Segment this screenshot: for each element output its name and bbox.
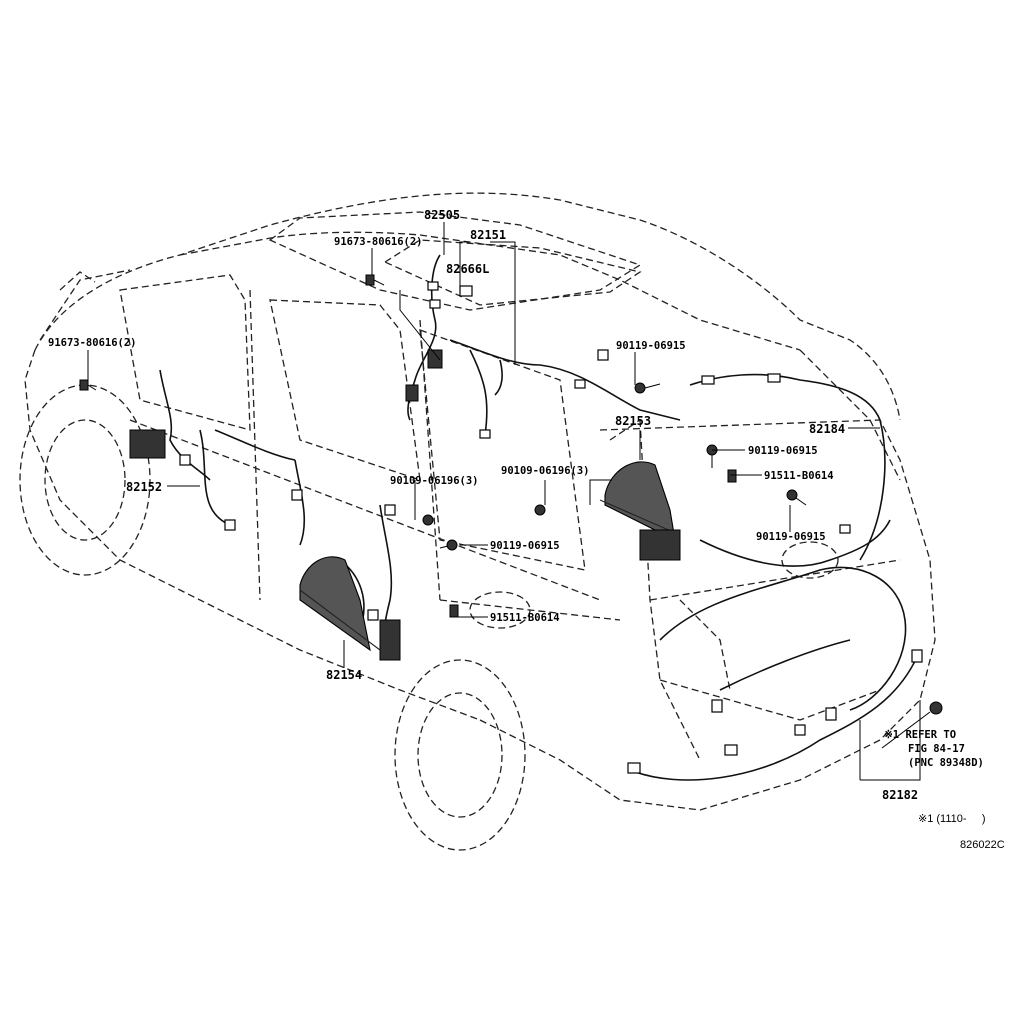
harness-82505 — [405, 254, 443, 421]
harness-82152 — [129, 369, 296, 531]
fastener-label-91511-a: 91511-B0614 — [764, 470, 834, 482]
fastener-label-90119-c: 90119-06915 — [756, 531, 826, 543]
refer-note-line-2: FIG 84-17 — [908, 743, 965, 755]
speaker-82154 — [299, 556, 381, 652]
rear-wheel — [394, 659, 526, 851]
part-label-82151: 82151 — [470, 228, 506, 242]
bolt-icon-90119-a — [634, 382, 661, 394]
part-label-82666L: 82666L — [446, 262, 489, 276]
part-label-82182: 82182 — [882, 788, 918, 802]
bolt-icon-90109-a — [422, 514, 434, 526]
fastener-label-91673-top: 91673-80616(2) — [334, 236, 423, 248]
bolt-icon-90119-d — [439, 539, 458, 551]
footnote-serial-range: ※1 (1110- ) — [918, 813, 986, 825]
refer-note-line-1: ※1 REFER TO — [884, 729, 956, 741]
part-label-82152: 82152 — [126, 480, 162, 494]
bolt-icon-91673-left — [79, 379, 97, 391]
harness-82154 — [291, 459, 401, 661]
part-label-82505: 82505 — [424, 208, 460, 222]
fastener-label-90119-b: 90119-06915 — [748, 445, 818, 457]
bolt-icon-90119-b — [706, 444, 718, 468]
harness-82184 — [689, 373, 891, 567]
figure-code: 826022C — [960, 839, 1005, 851]
part-label-82184: 82184 — [809, 422, 845, 436]
fastener-label-90119-a: 90119-06915 — [616, 340, 686, 352]
fastener-label-90109-a: 90109-06196(3) — [390, 475, 479, 487]
leader-lines — [87, 222, 931, 781]
bolt-icon-90109-b — [534, 504, 546, 516]
refer-note-line-3: (PNC 89348D) — [908, 757, 984, 769]
speaker-82153 — [599, 461, 681, 561]
clip-icon-91511-a — [727, 469, 737, 483]
fastener-label-90119-d: 90119-06915 — [490, 540, 560, 552]
fastener-label-90109-b: 90109-06196(3) — [501, 465, 590, 477]
clip-icon-91511-b — [449, 604, 459, 618]
harness-82182 — [627, 566, 943, 781]
harness-82151 — [449, 285, 681, 439]
fastener-label-91673-left: 91673-80616(2) — [48, 337, 137, 349]
fastener-label-91511-b: 91511-B0614 — [490, 612, 560, 624]
vehicle-body-outline — [24, 192, 936, 811]
bolt-icon-90119-c — [786, 489, 807, 506]
bolt-icon-91673-top — [365, 274, 385, 286]
part-label-82154: 82154 — [326, 668, 362, 682]
part-label-82153: 82153 — [615, 414, 651, 428]
